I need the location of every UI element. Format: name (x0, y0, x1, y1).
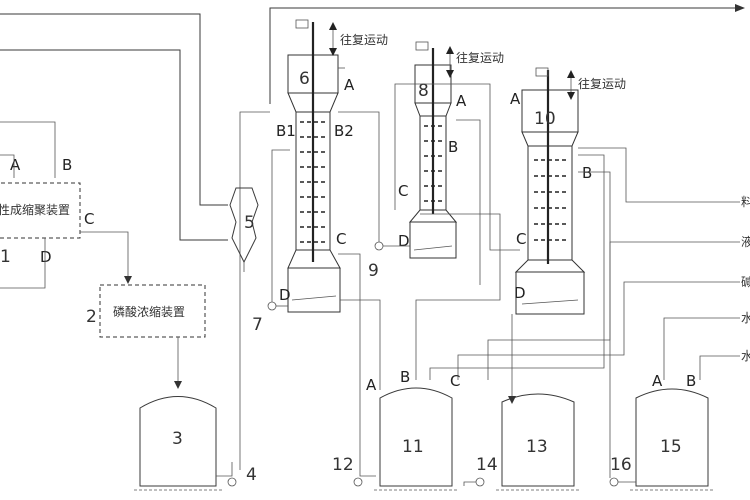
unit-2-number: 2 (86, 307, 97, 327)
pump-9-number: 9 (368, 261, 379, 281)
tank-13-number: 13 (526, 437, 548, 457)
tank-15: 15 A B (630, 372, 714, 491)
pump-4-number: 4 (246, 465, 257, 485)
arrow-up-icon (446, 46, 454, 54)
arrow-down-icon (446, 70, 454, 78)
column-8: 8 A B C D 往复运动 (398, 41, 504, 259)
arrow-up-icon (329, 22, 337, 30)
column-10-port-d: D (514, 284, 526, 302)
arrow-right-icon (735, 4, 745, 12)
tank-11: 11 A B C (340, 299, 460, 491)
tank-11-port-c: C (450, 372, 460, 390)
tank-11-port-b: B (400, 368, 410, 386)
right-inlet-2: 液 (741, 234, 750, 249)
column-6-port-b2: B2 (334, 122, 354, 140)
column-6-port-b1: B1 (276, 122, 296, 140)
unit-2: 磷酸浓缩装置 2 (86, 284, 206, 389)
tank-15-number: 15 (660, 437, 682, 457)
column-6-reciprocate-label: 往复运动 (340, 32, 388, 47)
pump-9: 9 (338, 83, 520, 477)
tank-3: 3 (134, 396, 222, 491)
motor-icon (535, 67, 549, 77)
column-10-port-a: A (510, 90, 521, 108)
column-6-port-d: D (279, 286, 291, 304)
pump-12: 12 (332, 455, 363, 487)
tank-11-port-a: A (366, 376, 377, 394)
column-8-reciprocate-label: 往复运动 (456, 50, 504, 65)
column-6-number: 6 (299, 69, 310, 89)
tank-15-port-b: B (686, 372, 696, 390)
column-6: 6 A B1 B2 C D 往复运动 (276, 19, 388, 313)
column-8-port-a: A (456, 92, 467, 110)
cyclone-number: 5 (244, 213, 255, 233)
pump-12-number: 12 (332, 455, 354, 475)
top-feed-line (0, 4, 745, 241)
column-6-port-c: C (336, 230, 346, 248)
right-inlet-1: 料 (741, 195, 750, 209)
column-8-port-c: C (398, 182, 408, 200)
unit-1-port-c: C (84, 210, 94, 228)
pump-7-number: 7 (252, 315, 263, 335)
pump-4: 4 (216, 111, 270, 487)
arrow-up-icon (567, 70, 575, 78)
unit-1-port-a: A (10, 156, 21, 174)
motor-icon (415, 41, 429, 51)
column-10-port-b: B (582, 164, 592, 182)
pump-7: 7 (252, 149, 290, 335)
pump-16: 16 (578, 171, 636, 487)
column-10-number: 10 (534, 109, 556, 129)
column-8-port-b: B (448, 138, 458, 156)
column-6-port-a: A (344, 76, 355, 94)
pump-14: 14 (463, 455, 498, 487)
right-inlets: 料 液 碱 水 水 (415, 147, 750, 380)
unit-1-label: 性成缩聚装置 (0, 202, 70, 217)
column-10-reciprocate-label: 往复运动 (578, 76, 626, 91)
tank-11-number: 11 (402, 437, 424, 457)
unit-1-port-b: B (62, 156, 72, 174)
unit-1: 性成缩聚装置 1 A B C D (0, 121, 132, 289)
arrow-down-icon (329, 48, 337, 56)
column-10-port-c: C (516, 230, 526, 248)
right-inlet-3: 碱 (741, 275, 750, 289)
column-10: 10 A B C D 往复运动 (510, 67, 626, 315)
motor-icon (295, 19, 309, 29)
tank-13: 13 (496, 314, 580, 491)
unit-1-number: 1 (0, 247, 11, 267)
pump-14-number: 14 (476, 455, 498, 475)
tank-15-port-a: A (652, 372, 663, 390)
right-inlet-4: 水 (741, 311, 750, 325)
arrow-down-icon (567, 92, 575, 100)
pump-16-number: 16 (610, 455, 632, 475)
unit-1-port-d: D (40, 248, 52, 266)
tank-3-number: 3 (172, 429, 183, 449)
column-8-number: 8 (418, 81, 429, 101)
unit-2-label: 磷酸浓缩装置 (113, 304, 185, 319)
column-8-port-d: D (398, 232, 410, 250)
cyclone-separator: 5 (229, 187, 259, 272)
right-inlet-5: 水 (741, 349, 750, 363)
